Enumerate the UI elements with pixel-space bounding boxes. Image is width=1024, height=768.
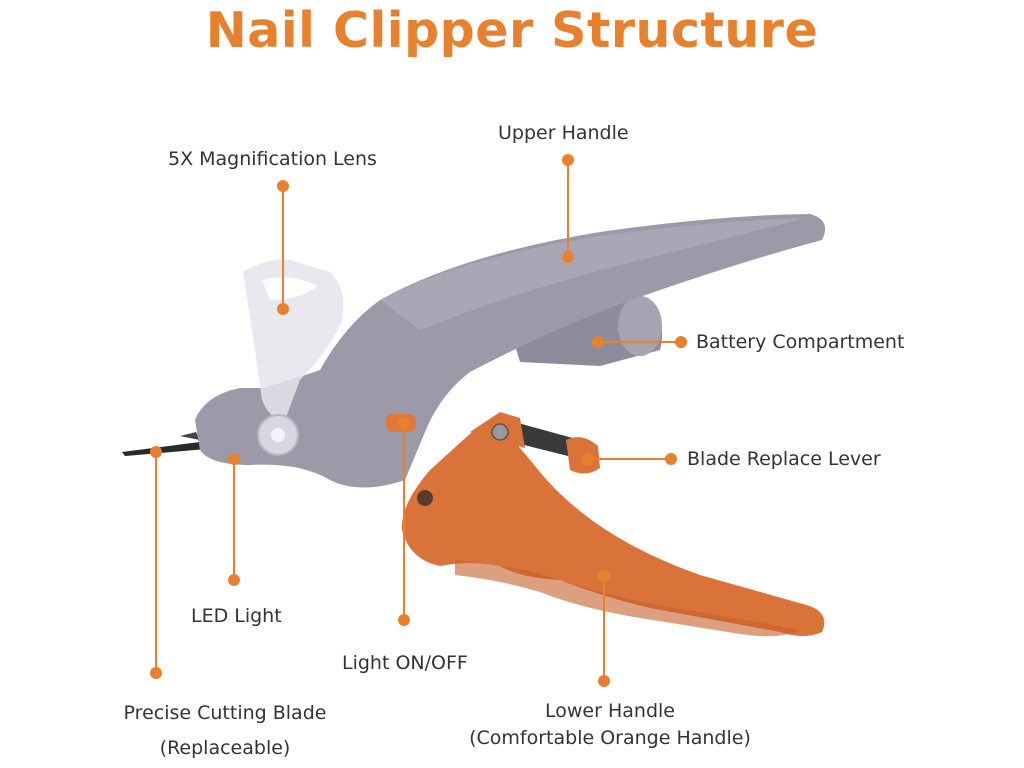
label-led-light: LED Light	[191, 604, 282, 628]
label-battery-compartment: Battery Compartment	[696, 330, 904, 354]
cutting-blade-edge	[180, 432, 200, 440]
label-cutting-blade: Precise Cutting Blade	[100, 701, 350, 725]
label-upper-handle: Upper Handle	[498, 121, 629, 145]
label-blade-replace-lever: Blade Replace Lever	[687, 447, 881, 471]
lower-handle-screw	[492, 424, 508, 440]
label-cutting-blade-note: (Replaceable)	[100, 736, 350, 760]
label-magnification-lens: 5X Magnification Lens	[168, 147, 377, 171]
led-light-core	[271, 428, 285, 442]
callout-cutting-blade	[150, 446, 162, 679]
label-lower-handle: Lower Handle	[450, 699, 770, 723]
lever-tip	[566, 437, 600, 473]
label-lower-handle-note: (Comfortable Orange Handle)	[450, 726, 770, 750]
callout-led-light	[228, 453, 240, 586]
nail-clipper-illustration	[122, 214, 825, 636]
label-light-switch: Light ON/OFF	[342, 651, 468, 675]
pivot-pin	[417, 490, 433, 506]
battery-cap	[618, 296, 662, 356]
